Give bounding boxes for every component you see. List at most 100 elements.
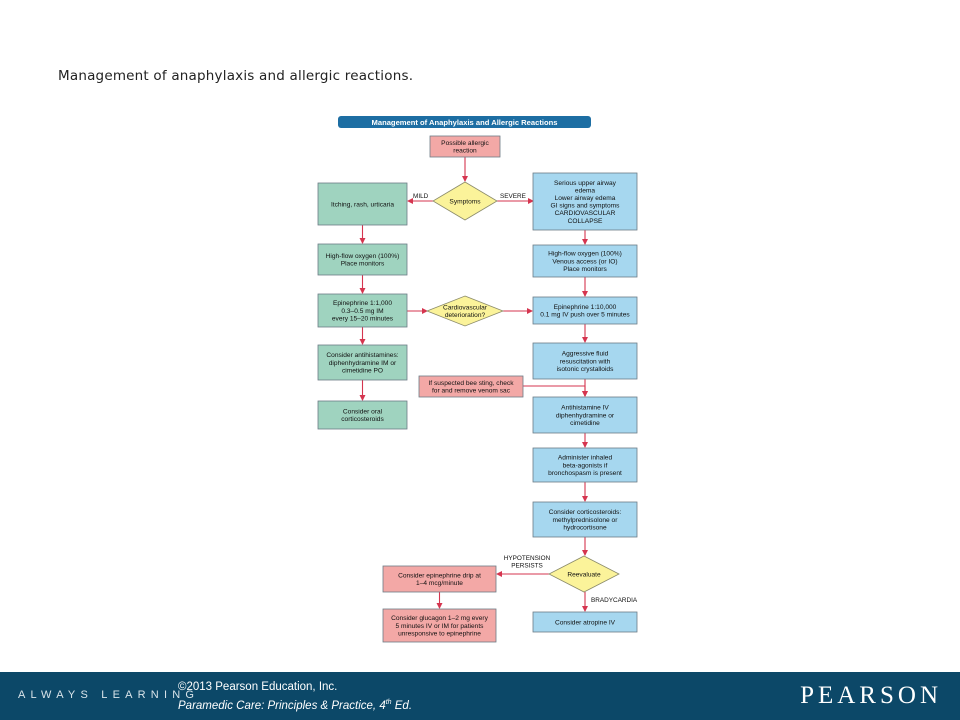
edge-label-reevaluate-to-epi_drip: HYPOTENSION: [504, 555, 551, 562]
node-atropine-text: Consider atropine IV: [555, 619, 616, 626]
node-epi_drip-shape: [382, 565, 497, 593]
node-epi_10000-shape: [532, 296, 638, 325]
node-glucagon-text: 5 minutes IV or IM for patients: [396, 623, 485, 630]
node-glucagon-text: Consider glucagon 1–2 mg every: [391, 615, 488, 622]
node-severe_oxygen-text: High-flow oxygen (100%): [548, 251, 622, 258]
node-fluid-text: isotonic crystalloids: [557, 366, 615, 373]
node-start-text: reaction: [453, 148, 477, 155]
node-reevaluate-shape: [548, 555, 620, 593]
node-cort-text: Consider corticosteroids:: [549, 509, 622, 516]
node-epi_1000-text: 0.3–0.5 mg IM: [341, 308, 383, 315]
node-epi_drip: Consider epinephrine drip at1–4 mcg/minu…: [382, 565, 497, 593]
node-serious-text: COLLAPSE: [568, 218, 603, 225]
node-beta-text: bronchospasm is present: [548, 470, 622, 477]
edge-label-symptoms-to-serious: SEVERE: [500, 193, 526, 200]
node-antihist_mild: Consider antihistamines:diphenhydramine …: [317, 344, 408, 381]
node-cort: Consider corticosteroids:methylprednisol…: [532, 501, 638, 538]
node-atropine-shape: [532, 611, 638, 633]
banner-background: [338, 116, 591, 128]
node-cort-text: methylprednisolone or: [553, 517, 619, 524]
node-antihist_mild-shape: [317, 344, 408, 381]
node-fluid-text: resuscitation with: [560, 358, 611, 365]
edge-label-reevaluate-to-epi_drip: PERSISTS: [511, 562, 543, 569]
node-oral_cort-text: Consider oral: [343, 409, 383, 416]
node-symptoms: Symptoms: [432, 181, 498, 221]
node-itching-text: Itching, rash, urticaria: [331, 201, 394, 208]
node-antihist_mild-text: diphenhydramine IM or: [329, 360, 397, 367]
footer-bar: ALWAYS LEARNING ©2013 Pearson Education,…: [0, 672, 960, 720]
node-severe_oxygen-text: Venous access (or IO): [552, 258, 617, 265]
node-antihist_iv-text: cimetidine: [570, 420, 600, 427]
node-reevaluate: Reevaluate: [548, 555, 620, 593]
node-epi_1000-text: every 15–20 minutes: [332, 315, 394, 322]
node-bee-text: for and remove venom sac: [432, 388, 511, 395]
node-antihist_mild-text: Consider antihistamines:: [326, 352, 398, 359]
node-start-shape: [429, 135, 501, 158]
node-severe_oxygen: High-flow oxygen (100%)Venous access (or…: [532, 244, 638, 278]
node-severe_oxygen-shape: [532, 244, 638, 278]
book-title: Paramedic Care: Principles & Practice, 4: [178, 699, 386, 712]
banner-title: Management of Anaphylaxis and Allergic R…: [372, 118, 558, 127]
edge-label-reevaluate-to-atropine: BRADYCARDIA: [591, 597, 638, 604]
node-beta-text: beta-agonists if: [563, 462, 608, 469]
node-antihist_mild-text: cimetidine PO: [342, 367, 383, 374]
copyright-line: ©2013 Pearson Education, Inc.: [178, 681, 338, 693]
node-epi_10000-text: 0.1 mg IV push over 5 minutes: [540, 312, 630, 319]
node-serious-text: Lower airway edema: [555, 195, 616, 202]
node-serious-text: Serious upper airway: [554, 180, 617, 187]
node-beta-shape: [532, 447, 638, 483]
node-bee-shape: [418, 375, 524, 398]
node-severe_oxygen-text: Place monitors: [563, 266, 607, 273]
node-cardio-shape: [425, 295, 505, 327]
node-serious-shape: [532, 172, 638, 231]
node-glucagon-shape: [382, 608, 497, 643]
node-mild_oxygen-text: High-flow oxygen (100%): [326, 253, 400, 260]
node-epi_10000-text: Epinephrine 1:10,000: [554, 304, 617, 311]
node-beta-text: Administer inhaled: [558, 455, 613, 462]
edge-label-symptoms-to-itching: MILD: [413, 193, 429, 200]
always-learning-tagline: ALWAYS LEARNING: [18, 689, 200, 701]
node-bee-text: If suspected bee sting, check: [428, 380, 514, 387]
node-itching-shape: [317, 182, 408, 226]
node-antihist_iv-text: Antihistamine IV: [561, 405, 609, 412]
node-epi_1000-text: Epinephrine 1:1,000: [333, 300, 392, 307]
edition-superscript: th: [385, 699, 392, 706]
node-reevaluate-text: Reevaluate: [567, 571, 601, 578]
node-serious-text: GI signs and symptoms: [551, 203, 621, 210]
slide-title: Management of anaphylaxis and allergic r…: [58, 68, 414, 84]
node-mild_oxygen-shape: [317, 243, 408, 276]
node-start-text: Possible allergic: [441, 140, 489, 147]
node-symptoms-shape: [432, 181, 498, 221]
node-epi_drip-text: Consider epinephrine drip at: [398, 573, 481, 580]
node-mild_oxygen-text: Place monitors: [341, 261, 385, 268]
node-itching: Itching, rash, urticaria: [317, 182, 408, 226]
book-title-line: Paramedic Care: Principles & Practice, 4…: [178, 695, 412, 714]
node-symptoms-text: Symptoms: [449, 198, 481, 205]
copyright-block: ©2013 Pearson Education, Inc. Paramedic …: [178, 680, 412, 714]
node-serious-text: CARDIOVASCULAR: [555, 210, 616, 217]
edition-suffix: Ed.: [391, 699, 413, 712]
node-cort-shape: [532, 501, 638, 538]
node-epi_drip-text: 1–4 mcg/minute: [416, 580, 463, 587]
node-serious-text: edema: [575, 187, 595, 194]
node-atropine: Consider atropine IV: [532, 611, 638, 633]
node-fluid-shape: [532, 342, 638, 380]
node-antihist_iv-shape: [532, 396, 638, 434]
flowchart-banner: Management of Anaphylaxis and Allergic R…: [338, 116, 591, 128]
node-fluid-text: Aggressive fluid: [562, 351, 609, 358]
pearson-logo: PEARSON: [800, 682, 942, 709]
node-antihist_iv-text: diphenhydramine or: [556, 412, 615, 419]
edge-bee-to-antihist_iv: [523, 385, 588, 397]
node-oral_cort-text: corticosteroids: [341, 416, 384, 423]
